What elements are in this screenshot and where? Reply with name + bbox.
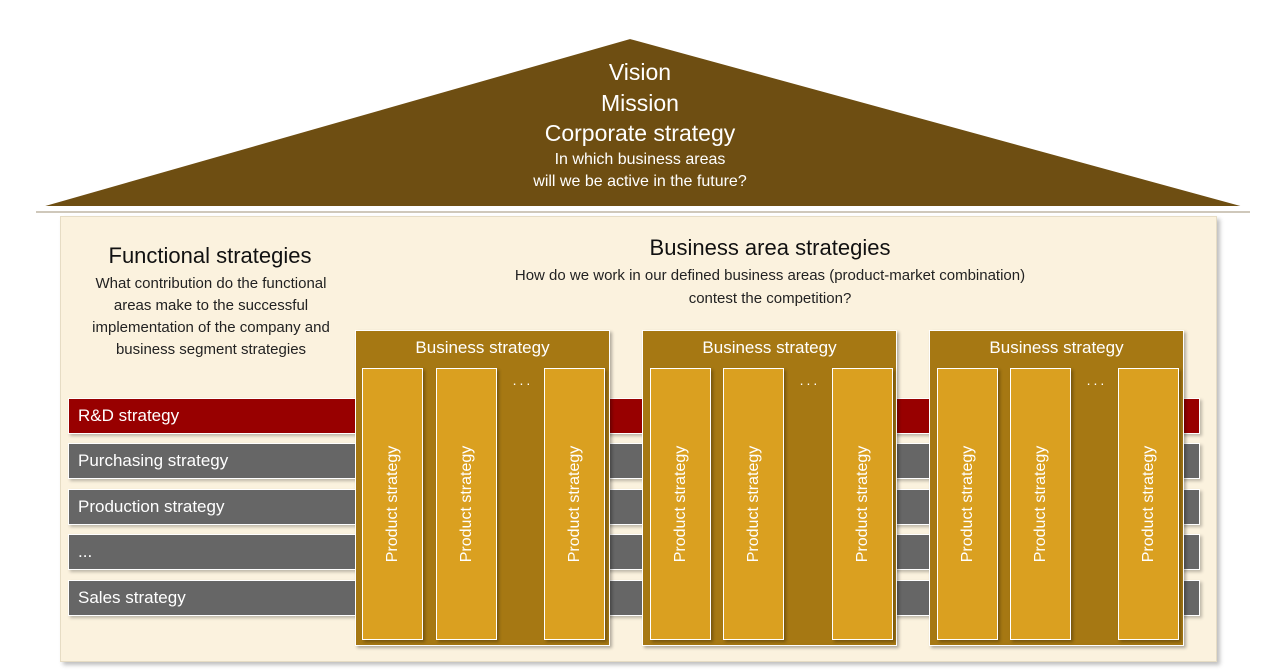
functional-strategies-subtitle: What contribution do the functional area…: [66, 273, 356, 361]
roof-text: Vision Mission Corporate strategy In whi…: [430, 57, 850, 193]
product-strategy-column: Product strategy: [723, 368, 784, 640]
product-strategy-column: Product strategy: [544, 368, 605, 640]
product-strategy-column: Product strategy: [362, 368, 423, 640]
functional-subtitle-line: implementation of the company and: [92, 319, 330, 336]
roof-mission: Mission: [601, 89, 679, 116]
roof-shape: [37, 36, 1249, 208]
product-strategy-column: Product strategy: [650, 368, 711, 640]
business-strategy-label-1: Business strategy: [415, 338, 550, 357]
product-strategy-label: Product strategy: [383, 445, 401, 563]
product-strategy-label: Product strategy: [457, 445, 475, 563]
roof-corporate-strategy: Corporate strategy: [544, 120, 736, 146]
product-strategy-label: Product strategy: [565, 445, 583, 563]
product-strategy-label: Product strategy: [1031, 445, 1049, 563]
functional-strategies-title: Functional strategies: [108, 243, 312, 268]
business-strategy-ellipsis-3: ...: [1086, 372, 1108, 388]
functional-subtitle-line: What contribution do the functional: [95, 275, 327, 292]
product-strategy-column: Product strategy: [436, 368, 497, 640]
product-strategy-label: Product strategy: [958, 445, 976, 563]
business-area-strategies-title: Business area strategies: [649, 235, 891, 260]
product-strategy-column: Product strategy: [832, 368, 893, 640]
functional-subtitle-line: areas make to the successful: [113, 297, 309, 314]
roof-vision: Vision: [608, 59, 672, 85]
business-area-subtitle-line: How do we work in our defined business a…: [514, 267, 1026, 284]
business-strategy-label-3: Business strategy: [989, 338, 1124, 357]
product-strategy-label: Product strategy: [1139, 445, 1157, 563]
roof: [36, 36, 1250, 213]
roof-question-line-1: In which business areas: [554, 150, 726, 168]
product-strategy-column: Product strategy: [1010, 368, 1071, 640]
roof-question-line-2: will we be active in the future?: [533, 172, 747, 190]
business-strategy-label-2: Business strategy: [702, 338, 837, 357]
business-area-strategies-subtitle: How do we work in our defined business a…: [470, 264, 1070, 310]
product-strategy-label: Product strategy: [744, 445, 762, 563]
product-strategy-label: Product strategy: [671, 445, 689, 563]
functional-subtitle-line: business segment strategies: [115, 341, 307, 358]
product-strategy-column: Product strategy: [937, 368, 998, 640]
product-strategy-label: Product strategy: [853, 445, 871, 563]
business-strategy-ellipsis-2: ...: [799, 372, 821, 388]
business-area-subtitle-line: contest the competition?: [688, 290, 852, 307]
business-strategy-ellipsis-1: ...: [512, 372, 534, 388]
product-strategy-column: Product strategy: [1118, 368, 1179, 640]
